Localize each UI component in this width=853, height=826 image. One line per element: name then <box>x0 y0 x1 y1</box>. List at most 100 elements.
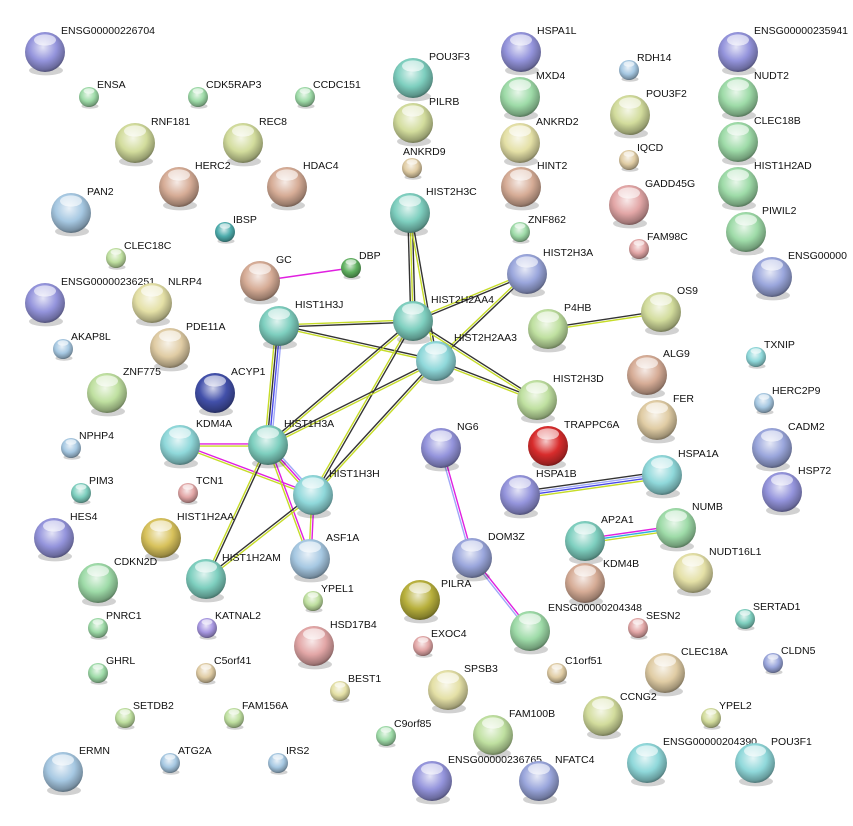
node-hist2h2aa4[interactable]: HIST2H2AA4 <box>393 294 494 345</box>
node-hspa1l[interactable]: HSPA1L <box>501 25 577 76</box>
node-hist1h3j[interactable]: HIST1H3J <box>259 299 343 350</box>
edge-hist2h2aa4-hist2h3a[interactable] <box>412 272 528 323</box>
node-ypel2[interactable]: YPEL2 <box>701 700 752 730</box>
node-herc2[interactable]: HERC2 <box>159 160 231 211</box>
node-piwil2[interactable]: PIWIL2 <box>726 205 797 256</box>
node-sertad1[interactable]: SERTAD1 <box>735 601 801 631</box>
node-setdb2[interactable]: SETDB2 <box>115 700 174 730</box>
node-ensg00000204348[interactable]: ENSG00000204348 <box>510 602 642 655</box>
node-dom3z[interactable]: DOM3Z <box>452 531 525 582</box>
edge-hist1h3h-hist1h2am[interactable] <box>204 493 315 581</box>
node-c1orf51[interactable]: C1orf51 <box>547 655 603 685</box>
node-pde11a[interactable]: PDE11A <box>150 321 226 372</box>
node-nudt16l1[interactable]: NUDT16L1 <box>673 546 762 597</box>
node-ankrd2[interactable]: ANKRD2 <box>500 116 579 167</box>
node-ensg00000[interactable]: ENSG00000 <box>752 250 847 301</box>
node-ccng2[interactable]: CCNG2 <box>583 691 657 740</box>
node-p4hb[interactable]: P4HB <box>528 302 591 353</box>
node-hsp72[interactable]: HSP72 <box>762 465 831 516</box>
node-mxd4[interactable]: MXD4 <box>500 70 565 121</box>
node-nfatc4[interactable]: NFATC4 <box>519 754 595 805</box>
node-fam100b[interactable]: FAM100B <box>473 708 555 759</box>
node-exoc4[interactable]: EXOC4 <box>413 628 467 658</box>
node-best1[interactable]: BEST1 <box>330 673 381 703</box>
node-rnf181[interactable]: RNF181 <box>115 116 190 167</box>
node-pou3f2[interactable]: POU3F2 <box>610 88 687 139</box>
node-znf775[interactable]: ZNF775 <box>87 366 161 417</box>
node-hist1h2aa[interactable]: HIST1H2AA <box>141 511 234 562</box>
node-cldn5[interactable]: CLDN5 <box>763 645 816 675</box>
node-spsb3[interactable]: SPSB3 <box>428 663 498 714</box>
node-nphp4[interactable]: NPHP4 <box>61 430 114 460</box>
node-gc[interactable]: GC <box>240 254 292 305</box>
node-ap2a1[interactable]: AP2A1 <box>565 514 634 565</box>
node-rec8[interactable]: REC8 <box>223 116 287 167</box>
node-kdm4a[interactable]: KDM4A <box>160 418 232 469</box>
node-hist1h2am[interactable]: HIST1H2AM <box>186 552 281 603</box>
edge-hist1h3j-hist2h2aa3[interactable] <box>278 324 437 363</box>
node-pou3f1[interactable]: POU3F1 <box>735 736 812 787</box>
node-rdh14[interactable]: RDH14 <box>619 52 672 82</box>
node-nudt2[interactable]: NUDT2 <box>718 70 789 121</box>
node-asf1a[interactable]: ASF1A <box>290 532 359 583</box>
node-ibsp[interactable]: IBSP <box>215 214 257 244</box>
node-acyp1[interactable]: ACYP1 <box>195 366 266 417</box>
node-hspa1b[interactable]: HSPA1B <box>500 468 577 519</box>
edge-hspa1b-hspa1a[interactable] <box>519 471 663 499</box>
node-irs2[interactable]: IRS2 <box>268 745 310 775</box>
edge-hist2h2aa3-hist1h3h[interactable] <box>311 359 438 497</box>
node-cadm2[interactable]: CADM2 <box>752 421 825 472</box>
node-c9orf85[interactable]: C9orf85 <box>376 718 432 748</box>
node-ypel1[interactable]: YPEL1 <box>303 583 354 613</box>
node-hes4[interactable]: HES4 <box>34 511 98 562</box>
node-clec18b[interactable]: CLEC18B <box>718 115 801 166</box>
edge-hist2h2aa3-hist1h3a[interactable] <box>267 359 437 447</box>
node-ccdc151[interactable]: CCDC151 <box>295 79 361 109</box>
edge-hist1h3j-hist2h2aa4[interactable] <box>278 319 414 328</box>
edge-hist2h2aa4-hist1h3a[interactable] <box>266 319 415 447</box>
node-pnrc1[interactable]: PNRC1 <box>88 610 142 640</box>
edge-hist1h3a-hist1h2am[interactable] <box>204 444 270 580</box>
node-ensg00000236765[interactable]: ENSG00000236765 <box>412 754 542 805</box>
node-dbp[interactable]: DBP <box>341 250 381 280</box>
node-cdkn2d[interactable]: CDKN2D <box>78 556 158 607</box>
node-ensg00000204390[interactable]: ENSG00000204390 <box>627 736 757 787</box>
node-ensa[interactable]: ENSA <box>79 79 126 109</box>
node-ensg00000235941[interactable]: ENSG00000235941 <box>718 25 848 76</box>
node-numb[interactable]: NUMB <box>656 501 723 552</box>
node-hsd17b4[interactable]: HSD17B4 <box>294 619 377 670</box>
node-ng6[interactable]: NG6 <box>421 421 479 472</box>
node-pim3[interactable]: PIM3 <box>71 475 114 505</box>
node-hist2h3d[interactable]: HIST2H3D <box>517 373 604 424</box>
node-ensg00000236251[interactable]: ENSG00000236251 <box>25 276 155 327</box>
node-c5orf41[interactable]: C5orf41 <box>196 655 252 685</box>
node-pou3f3[interactable]: POU3F3 <box>393 51 470 102</box>
node-atg2a[interactable]: ATG2A <box>160 745 212 775</box>
node-hdac4[interactable]: HDAC4 <box>267 160 339 211</box>
node-hist1h3a[interactable]: HIST1H3A <box>248 418 334 469</box>
node-hint2[interactable]: HINT2 <box>501 160 567 211</box>
node-fam156a[interactable]: FAM156A <box>224 700 288 730</box>
node-alg9[interactable]: ALG9 <box>627 348 690 399</box>
node-clec18a[interactable]: CLEC18A <box>645 646 728 697</box>
edge-hist2h2aa4-hist1h3h[interactable] <box>311 320 415 496</box>
node-fam98c[interactable]: FAM98C <box>629 231 688 261</box>
node-nlrp4[interactable]: NLRP4 <box>132 276 202 327</box>
node-pilra[interactable]: PILRA <box>400 578 471 624</box>
node-kdm4b[interactable]: KDM4B <box>565 558 639 607</box>
node-gadd45g[interactable]: GADD45G <box>609 178 695 229</box>
node-ermn[interactable]: ERMN <box>43 745 110 796</box>
node-pan2[interactable]: PAN2 <box>51 186 114 237</box>
node-hist2h3a[interactable]: HIST2H3A <box>507 247 593 298</box>
node-hist1h3h[interactable]: HIST1H3H <box>293 468 380 519</box>
edge-hist2h2aa4-hist2h3d[interactable] <box>412 319 538 402</box>
node-akap8l[interactable]: AKAP8L <box>53 331 111 361</box>
node-txnip[interactable]: TXNIP <box>746 339 795 369</box>
node-ankrd9[interactable]: ANKRD9 <box>402 146 446 180</box>
node-sesn2[interactable]: SESN2 <box>628 610 681 640</box>
node-ensg00000226704[interactable]: ENSG00000226704 <box>25 25 155 76</box>
node-herc2p9[interactable]: HERC2P9 <box>754 385 821 415</box>
node-ghrl[interactable]: GHRL <box>88 655 135 685</box>
edge-hist1h3a-asf1a[interactable] <box>266 444 312 560</box>
node-hist2h2aa3[interactable]: HIST2H2AA3 <box>416 332 517 385</box>
